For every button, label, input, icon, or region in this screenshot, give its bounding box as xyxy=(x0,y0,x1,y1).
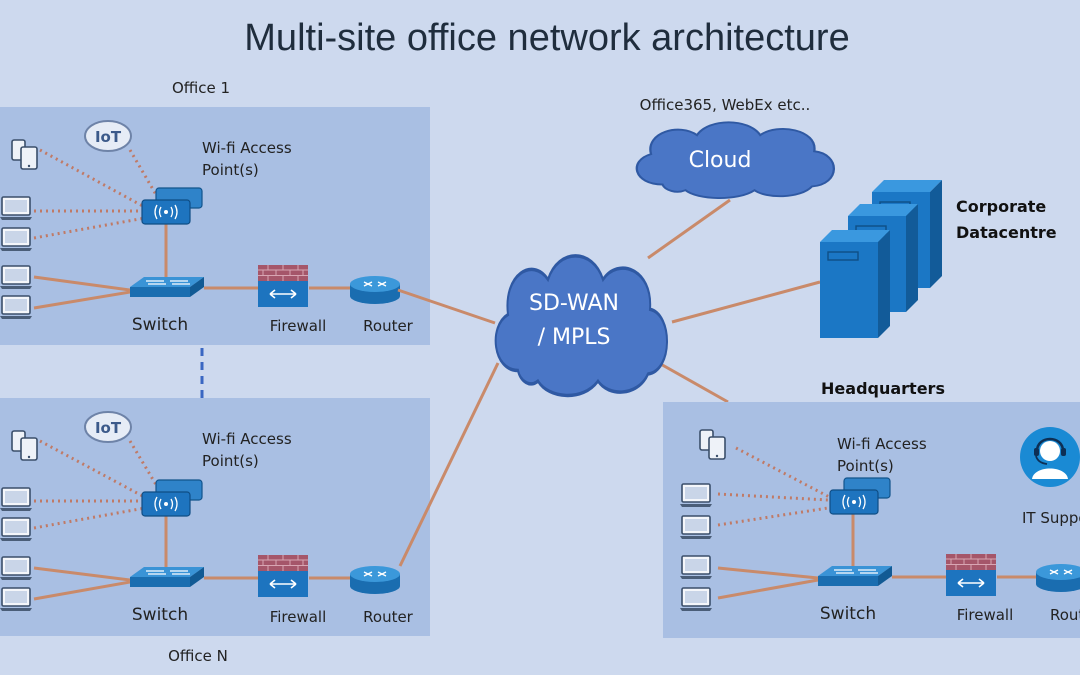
hq-switch-label: Switch xyxy=(820,604,876,624)
cloud-label: Cloud xyxy=(689,148,752,173)
office1-wifi-label-2: Point(s) xyxy=(202,161,259,179)
hq-wifi-label: Wi-fi Access xyxy=(837,435,927,453)
officeN-iot-label: IoT xyxy=(95,419,122,437)
officeN-wifi-label: Wi-fi Access xyxy=(202,430,292,448)
hq-wifi-label-2: Point(s) xyxy=(837,457,894,475)
office1-router-label: Router xyxy=(363,317,414,335)
wan-links xyxy=(397,198,821,567)
office1-label: Office 1 xyxy=(172,79,230,97)
datacentre-label: Corporate xyxy=(956,197,1046,216)
officeN-firewall-icon xyxy=(257,554,309,598)
office1-switch-label: Switch xyxy=(132,315,188,335)
hq-router-icon xyxy=(1035,563,1080,593)
office1-firewall-label: Firewall xyxy=(270,317,327,335)
hq-router-label: Rout xyxy=(1050,606,1080,624)
hq-firewall-label: Firewall xyxy=(957,606,1014,624)
hq-links xyxy=(717,446,1036,600)
office1-wifi-label: Wi-fi Access xyxy=(202,139,292,157)
office1-firewall-icon xyxy=(257,264,309,308)
cloud-caption: Office365, WebEx etc.. xyxy=(640,96,811,114)
officeN-wifi-label-2: Point(s) xyxy=(202,452,259,470)
officeN-router-label: Router xyxy=(363,608,414,626)
office1-panel xyxy=(0,107,430,345)
hq-panel xyxy=(663,402,1080,638)
office1-links xyxy=(33,148,350,310)
server-icon xyxy=(819,229,891,339)
it-support-label: IT Suppo xyxy=(1022,509,1080,527)
officeN-links xyxy=(33,439,350,601)
mpls-label: / MPLS xyxy=(538,325,611,350)
officeN-router-icon xyxy=(349,565,401,595)
datacentre-label-2: Datacentre xyxy=(956,223,1057,242)
office1-iot-label: IoT xyxy=(95,128,122,146)
officeN-panel xyxy=(0,398,430,636)
hq-firewall-icon xyxy=(945,553,997,597)
office1-switch-icon xyxy=(129,276,205,298)
officeN-switch-label: Switch xyxy=(132,605,188,625)
office1-router-icon xyxy=(349,275,401,305)
officeN-firewall-label: Firewall xyxy=(270,608,327,626)
sdwan-label: SD-WAN xyxy=(529,291,619,316)
hq-label: Headquarters xyxy=(821,379,945,398)
page-title: Multi-site office network architecture xyxy=(244,17,849,59)
hq-switch-icon xyxy=(817,565,893,587)
it-support-headset-icon xyxy=(1018,425,1080,489)
officeN-label: Office N xyxy=(168,647,228,665)
officeN-switch-icon xyxy=(129,566,205,588)
